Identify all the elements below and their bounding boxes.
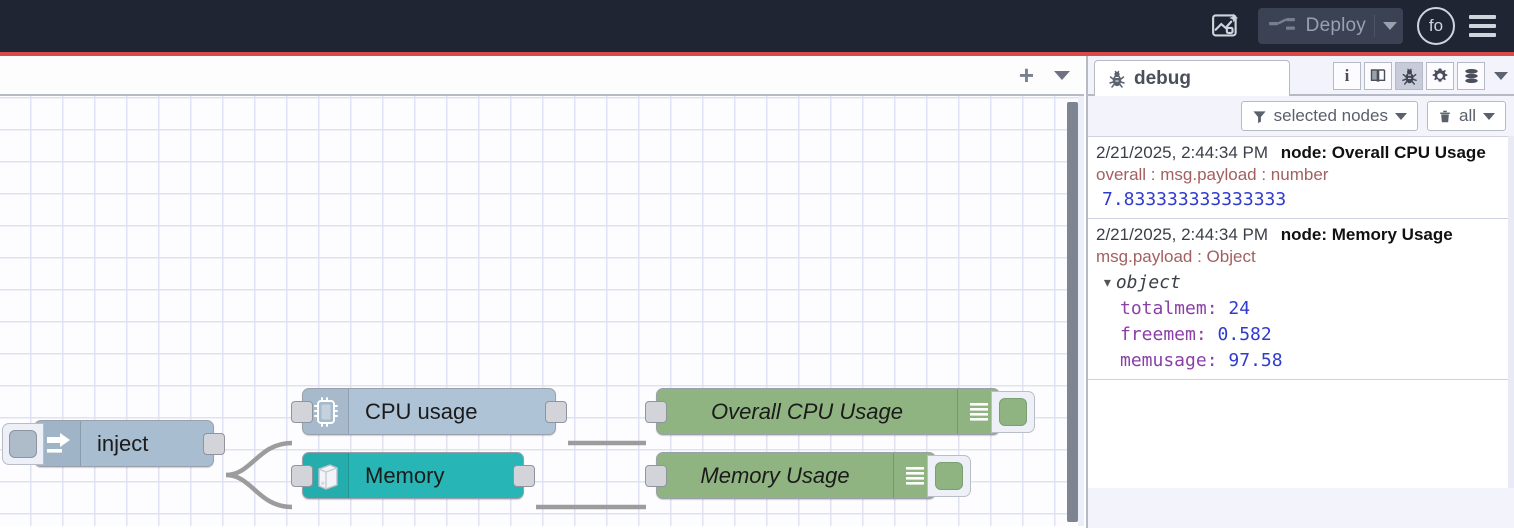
add-flow-tab-button[interactable]: + xyxy=(1018,60,1034,90)
deploy-button[interactable]: Deploy xyxy=(1257,8,1403,44)
app-header: Deploy fo xyxy=(0,0,1514,52)
overall-cpu-usage-toggle-button[interactable] xyxy=(991,390,1035,433)
filter-selected-nodes-button[interactable]: selected nodes xyxy=(1240,101,1418,131)
debug-message-list[interactable]: 2/21/2025, 2:44:34 PM node: Overall CPU … xyxy=(1088,136,1514,488)
object-property-key: freemem xyxy=(1120,324,1196,345)
clear-caret-down-icon[interactable] xyxy=(1483,112,1495,120)
inject-output-port[interactable] xyxy=(203,432,225,455)
debug-message-timestamp: 2/21/2025, 2:44:34 PM xyxy=(1096,143,1269,162)
tab-debug[interactable]: debug xyxy=(1094,60,1290,96)
hamburger-menu-icon[interactable] xyxy=(1469,15,1496,37)
deploy-label: Deploy xyxy=(1305,15,1366,36)
avatar[interactable]: fo xyxy=(1417,7,1455,45)
help-book-icon[interactable] xyxy=(1364,62,1392,90)
node-memory-label: Memory xyxy=(365,462,445,488)
node-overall-cpu-usage[interactable]: Overall CPU Usage xyxy=(645,388,1035,435)
debug-lines-icon xyxy=(957,389,999,434)
debug-message-node: node: Memory Usage xyxy=(1280,225,1453,244)
sidebar-tab-row: debug i xyxy=(1088,56,1514,96)
memory-input-port[interactable] xyxy=(291,464,313,487)
flow-canvas[interactable]: inject CPU usage xyxy=(0,96,1084,526)
filter-icon xyxy=(1253,110,1266,123)
flow-tab-bar: + xyxy=(0,56,1084,96)
object-property-row: totalmem: 24 xyxy=(1120,298,1251,319)
overall-cpu-usage-input-port[interactable] xyxy=(645,400,667,423)
memory-output-port[interactable] xyxy=(513,464,535,487)
debug-lines-icon xyxy=(893,453,935,498)
cpu-usage-input-port[interactable] xyxy=(291,400,313,423)
debug-message-header: 2/21/2025, 2:44:34 PM node: Memory Usage xyxy=(1096,225,1506,245)
flow-workspace: + xyxy=(0,56,1084,528)
tab-debug-label: debug xyxy=(1134,67,1191,89)
avatar-label: fo xyxy=(1428,16,1444,35)
sidebar-panel: debug i xyxy=(1086,56,1514,528)
node-memory-usage-label: Memory Usage xyxy=(700,462,850,488)
debug-message-node: node: Overall CPU Usage xyxy=(1280,143,1486,162)
memory-usage-input-port[interactable] xyxy=(645,464,667,487)
debug-message[interactable]: 2/21/2025, 2:44:34 PM node: Memory Usage… xyxy=(1088,219,1514,380)
memory-usage-toggle-button[interactable] xyxy=(927,454,971,497)
object-property-key: memusage xyxy=(1120,350,1207,371)
debug-message-header: 2/21/2025, 2:44:34 PM node: Overall CPU … xyxy=(1096,143,1506,163)
object-property-value: 24 xyxy=(1228,298,1251,319)
object-property-row: memusage: 97.58 xyxy=(1120,350,1283,371)
ai-flow-icon[interactable] xyxy=(1206,7,1244,45)
bug-icon xyxy=(1109,70,1125,88)
deploy-divider xyxy=(1374,15,1375,37)
canvas-scroll-track xyxy=(1078,96,1084,526)
trash-icon xyxy=(1440,110,1450,122)
object-property-key: totalmem xyxy=(1120,298,1207,319)
debug-message-value: 7.833333333333333 xyxy=(1102,189,1287,210)
node-memory-usage[interactable]: Memory Usage xyxy=(645,452,971,499)
object-property-value: 0.582 xyxy=(1217,324,1272,345)
microchip-icon xyxy=(303,389,349,434)
debug-message[interactable]: 2/21/2025, 2:44:34 PM node: Overall CPU … xyxy=(1088,137,1514,219)
deploy-flow-icon xyxy=(1268,18,1295,30)
sidebar-tool-buttons: i xyxy=(1333,62,1508,94)
triangle-down-icon: ▾ xyxy=(1102,272,1113,293)
inject-trigger-button[interactable] xyxy=(2,422,44,465)
debug-message-topic: msg.payload : Object xyxy=(1096,247,1256,266)
debug-filter-row: selected nodes all xyxy=(1088,96,1514,136)
filter-caret-down-icon[interactable] xyxy=(1394,112,1407,120)
sidebar-scroll-edge xyxy=(1508,136,1514,488)
node-memory[interactable]: Memory xyxy=(291,452,535,499)
context-stack-icon[interactable] xyxy=(1457,62,1485,90)
debug-message-topic: overall : msg.payload : number xyxy=(1096,165,1329,184)
filter-label: selected nodes xyxy=(1273,106,1388,125)
clear-label: all xyxy=(1458,106,1476,125)
cpu-usage-output-port[interactable] xyxy=(545,400,567,423)
header-accent-line xyxy=(0,52,1514,56)
node-inject[interactable]: inject xyxy=(2,420,225,467)
node-cpu-usage[interactable]: CPU usage xyxy=(291,388,567,435)
debug-message-timestamp: 2/21/2025, 2:44:34 PM xyxy=(1096,225,1269,244)
debug-bug-icon[interactable] xyxy=(1395,62,1423,90)
node-overall-cpu-usage-label: Overall CPU Usage xyxy=(711,398,903,424)
object-expand-toggle[interactable]: ▾object xyxy=(1096,272,1506,293)
object-property-value: 97.58 xyxy=(1228,350,1283,371)
node-inject-label: inject xyxy=(97,430,149,456)
deploy-caret-down-icon[interactable] xyxy=(1383,22,1397,30)
sidebar-menu-caret-down-icon[interactable] xyxy=(1494,72,1508,80)
flow-tab-list-caret-down-icon[interactable] xyxy=(1054,70,1070,80)
config-gear-icon[interactable] xyxy=(1426,62,1454,90)
object-label: object xyxy=(1115,272,1181,293)
object-property-row: freemem: 0.582 xyxy=(1120,324,1272,345)
node-cpu-usage-label: CPU usage xyxy=(365,398,478,424)
clear-messages-button[interactable]: all xyxy=(1426,101,1506,131)
canvas-vertical-scrollbar[interactable] xyxy=(1067,96,1078,526)
info-icon[interactable]: i xyxy=(1333,62,1361,90)
